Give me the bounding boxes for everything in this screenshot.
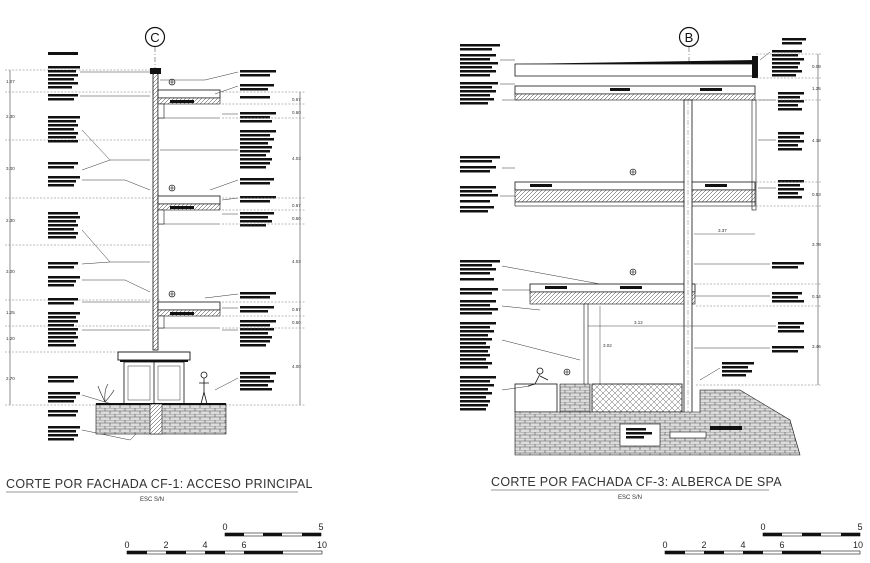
right-dim-9: 4.00: [292, 364, 301, 369]
title-c: CORTE POR FACHADA CF-1: ACCESO PRINCIPAL: [6, 477, 313, 491]
scale-b-top-0: 0: [760, 522, 765, 532]
scale-c-bot-3: 6: [241, 540, 246, 550]
right-dim-8: 0.60: [292, 320, 301, 325]
left-dim-4: 2.30: [6, 218, 15, 223]
inner-dim-3: 3.02: [603, 343, 612, 348]
axis-c-bubble: [144, 26, 166, 48]
section-b: B: [460, 26, 822, 456]
level-markers-c: [168, 78, 176, 298]
title-block-c: CORTE POR FACHADA CF-1: ACCESO PRINCIPAL…: [6, 477, 313, 503]
left-notes-b: [460, 44, 500, 411]
entrance-portico: [117, 351, 191, 405]
level-markers-b: [563, 168, 637, 376]
left-dim-1: 1.07: [6, 79, 15, 84]
right-notes-b: [722, 38, 806, 377]
scale-note-b: ESC S/N: [618, 495, 642, 501]
left-dim-3: 3.00: [6, 166, 15, 171]
scale-c-top-1: 5: [318, 522, 323, 532]
b-dim-5: 3.78: [812, 242, 821, 247]
b-dim-3: 4.18: [812, 138, 821, 143]
scale-b-bot-1: 2: [701, 540, 706, 550]
right-dim-6: 4.03: [292, 259, 301, 264]
b-dim-6: 0.14: [812, 294, 821, 299]
ground-b: [514, 389, 801, 456]
axis-c-label: C: [150, 30, 159, 45]
axis-b-label: B: [685, 30, 694, 45]
title-block-b: CORTE POR FACHADA CF-3: ALBERCA DE SPA E…: [491, 475, 782, 501]
right-dim-7: 0.67: [292, 307, 301, 312]
wall-c: [152, 69, 159, 351]
right-dim-2: 0.60: [292, 110, 301, 115]
scale-c-bot-1: 2: [163, 540, 168, 550]
scale-bar-c: 0 5 0 2 4 6 10: [124, 522, 327, 555]
slabs-c: [157, 89, 221, 329]
scale-c-bot-0: 0: [124, 540, 129, 550]
scale-note-c: ESC S/N: [140, 497, 164, 503]
b-dim-7: 3.46: [812, 344, 821, 349]
title-b: CORTE POR FACHADA CF-3: ALBERCA DE SPA: [491, 475, 782, 489]
scale-b-bot-4: 10: [853, 540, 863, 550]
b-dim-2: 1.25: [812, 86, 821, 91]
right-dim-3: 4.03: [292, 156, 301, 161]
slab-b-2: [514, 181, 756, 207]
scale-c-bot-2: 4: [202, 540, 207, 550]
left-notes-c: [48, 52, 80, 441]
parapet-cap: [150, 68, 161, 74]
left-dim-7: 1.20: [6, 336, 15, 341]
right-dim-1: 0.67: [292, 97, 301, 102]
scale-b-top-1: 5: [857, 522, 862, 532]
b-dim-1: 0.09: [812, 64, 821, 69]
section-c: C 1.07 2.30 3.00 2.30 3.00 1.25 1.20 2.7…: [5, 26, 305, 441]
right-dim-5: 0.60: [292, 216, 301, 221]
spa-pool: [514, 303, 683, 413]
left-dim-5: 3.00: [6, 269, 15, 274]
scale-b-bot-0: 0: [662, 540, 667, 550]
left-dim-6: 1.25: [6, 310, 15, 315]
scale-b-bot-3: 6: [779, 540, 784, 550]
slab-b-3: [529, 283, 696, 305]
scale-c-bot-4: 10: [317, 540, 327, 550]
person-figure: [199, 371, 209, 405]
axis-b-bubble: [678, 26, 700, 48]
plant-figure: [97, 383, 115, 403]
scale-c-top-0: 0: [222, 522, 227, 532]
b-dim-4: 0.53: [812, 192, 821, 197]
inner-dim-2: 3.12: [634, 320, 643, 325]
left-dim-2: 2.30: [6, 114, 15, 119]
scale-bar-b: 0 5 0 2 4 6 10: [662, 522, 863, 555]
inner-dim-1: 3.37: [718, 228, 727, 233]
roof-b: [514, 56, 758, 101]
right-notes-c: [240, 70, 276, 391]
right-dim-4: 0.67: [292, 203, 301, 208]
scale-b-bot-2: 4: [740, 540, 745, 550]
left-dim-8: 2.70: [6, 376, 15, 381]
